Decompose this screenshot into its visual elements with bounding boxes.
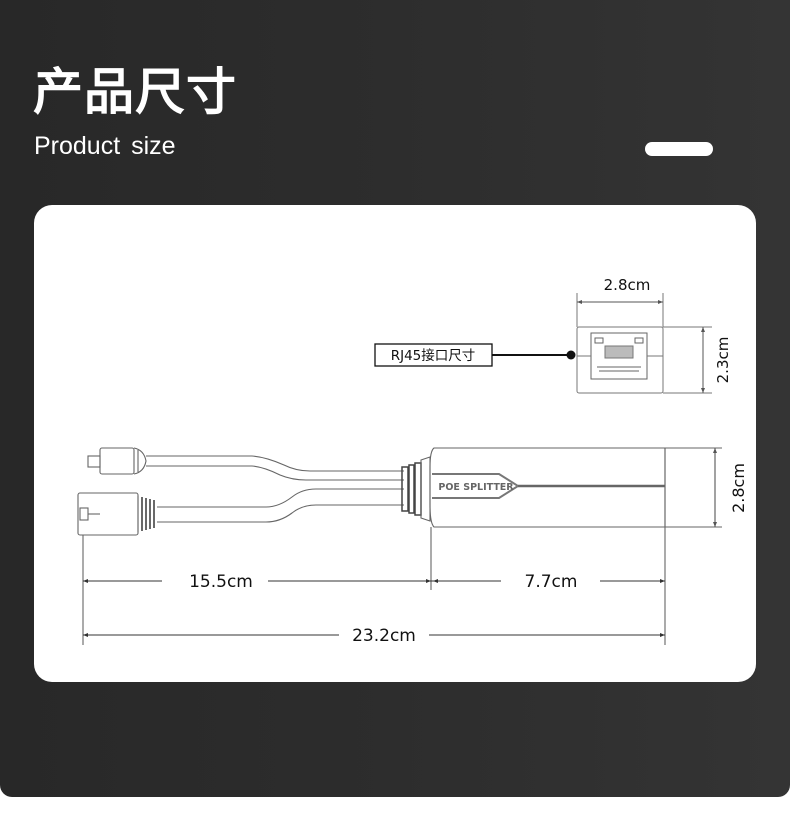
body-length-label: 7.7cm	[525, 572, 578, 592]
rj45-height-label: 2.3cm	[714, 337, 732, 384]
page-title: 产品尺寸	[33, 63, 237, 121]
rj45-width-label: 2.8cm	[604, 276, 651, 294]
rj45-callout-leader	[374, 343, 576, 367]
length-dimension-lines	[83, 579, 665, 637]
body-height-label: 2.8cm	[729, 463, 748, 513]
total-length-label: 23.2cm	[352, 626, 416, 646]
product-dimension-diagram: 2.8cm 2.3cm RJ45接口尺寸	[77, 276, 748, 646]
poe-splitter-drawing	[77, 447, 722, 645]
decorative-pill	[645, 142, 713, 156]
cable-length-label: 15.5cm	[189, 572, 253, 592]
rj45-port-view	[576, 293, 712, 394]
diagram-card: 2.8cm 2.3cm RJ45接口尺寸	[34, 205, 756, 682]
background-panel: 产品尺寸 Product size	[0, 0, 790, 797]
product-label: POE SPLITTER	[438, 482, 514, 493]
page-subtitle: Product size	[34, 132, 176, 160]
rj45-callout-label: RJ45接口尺寸	[391, 347, 476, 364]
